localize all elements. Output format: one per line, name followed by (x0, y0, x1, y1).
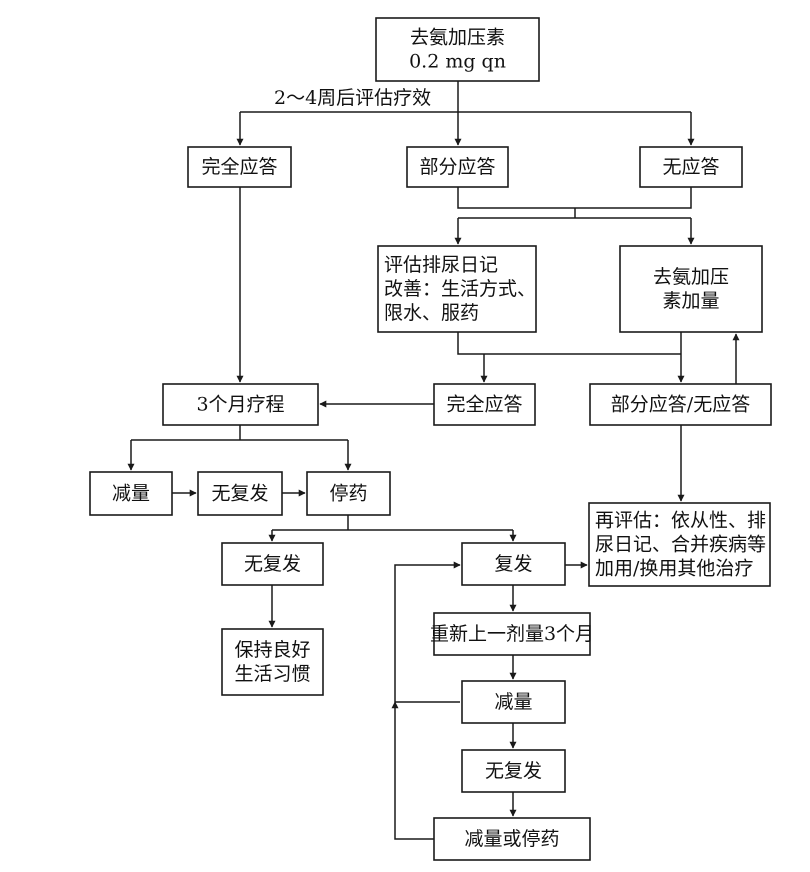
node-complete-response-2: 完全应答 (433, 383, 536, 426)
node-taper-2: 减量 (461, 680, 566, 724)
node-text-reassess-line-3: 加用/换用其他治疗 (595, 558, 753, 580)
node-text-taper-line-1: 减量 (112, 483, 150, 505)
edge-assess-merge (457, 332, 681, 355)
node-text-partial-response-line-1: 部分应答 (419, 156, 495, 178)
node-taper-or-stop: 减量或停药 (433, 817, 591, 861)
node-text-relapse-line-1: 复发 (494, 553, 532, 575)
node-text-no-response-line-1: 无应答 (662, 156, 719, 178)
node-text-no-relapse-1-line-1: 无复发 (211, 483, 268, 505)
node-box-complete-response-2 (433, 383, 536, 426)
node-text-increase-dose-line-1: 去氨加压 (653, 266, 729, 288)
node-box-reassess (588, 502, 771, 587)
node-box-no-response (639, 146, 743, 188)
node-text-taper-or-stop-line-1: 减量或停药 (464, 828, 559, 850)
edge-labels: 2～4周后评估疗效 (274, 87, 431, 109)
edge-loop-continue (394, 561, 461, 702)
node-text-start-line-1: 去氨加压素 (410, 27, 505, 49)
node-text-stop-line-1: 停药 (329, 483, 367, 505)
node-box-no-relapse-1 (197, 471, 283, 516)
node-box-partial-no-response (589, 383, 772, 426)
node-box-no-relapse-3 (461, 749, 566, 793)
node-text-complete-response-2-line-1: 完全应答 (446, 394, 522, 416)
node-no-relapse-3: 无复发 (461, 749, 566, 793)
node-box-restart-3m (433, 612, 591, 656)
node-text-maintain-line-1: 保持良好 (234, 639, 310, 661)
node-complete-response: 完全应答 (187, 146, 292, 188)
node-box-taper-or-stop (433, 817, 591, 861)
node-no-relapse-1: 无复发 (197, 471, 283, 516)
edge-loop-up (391, 701, 434, 840)
node-partial-response: 部分应答 (406, 146, 509, 188)
node-text-assess-diary-line-3: 限水、服药 (384, 302, 479, 324)
node-restart-3m: 重新上一剂量3个月 (430, 612, 594, 656)
node-text-no-relapse-2-line-1: 无复发 (244, 553, 301, 575)
node-relapse: 复发 (461, 542, 566, 586)
node-box-increase-dose (619, 245, 763, 333)
node-text-reassess-line-1: 再评估：依从性、排 (595, 510, 766, 532)
node-box-taper-2 (461, 680, 566, 724)
edge-label-assess-after: 2～4周后评估疗效 (274, 87, 431, 109)
node-box-no-relapse-2 (221, 542, 324, 586)
node-taper: 减量 (89, 471, 173, 516)
node-partial-no-response: 部分应答/无应答 (589, 383, 772, 426)
node-text-no-relapse-3-line-1: 无复发 (485, 760, 542, 782)
node-text-increase-dose-line-2: 素加量 (662, 290, 719, 312)
node-text-maintain-line-2: 生活习惯 (234, 663, 310, 685)
node-box-relapse (461, 542, 566, 586)
edges (127, 81, 740, 840)
node-box-taper (89, 471, 173, 516)
node-text-assess-diary-line-1: 评估排尿日记 (384, 254, 498, 276)
node-box-course-3m (162, 383, 319, 426)
node-text-taper-2-line-1: 减量 (494, 691, 532, 713)
node-course-3m: 3个月疗程 (162, 383, 319, 426)
node-no-relapse-2: 无复发 (221, 542, 324, 586)
node-box-maintain (221, 628, 324, 696)
node-text-start-line-2: 0.2 mg qn (409, 51, 506, 73)
node-text-partial-no-response-line-1: 部分应答/无应答 (611, 394, 750, 416)
node-box-stop (306, 471, 391, 516)
node-box-complete-response (187, 146, 292, 188)
node-box-assess-diary (377, 245, 537, 333)
edge-partial-down (457, 187, 692, 209)
node-stop: 停药 (306, 471, 391, 516)
node-box-partial-response (406, 146, 509, 188)
node-text-reassess-line-2: 尿日记、合并疾病等 (595, 534, 766, 556)
node-text-complete-response-line-1: 完全应答 (201, 156, 277, 178)
node-box-start (375, 17, 540, 82)
node-no-response: 无应答 (639, 146, 743, 188)
node-text-course-3m-line-1: 3个月疗程 (196, 394, 284, 416)
node-text-assess-diary-line-2: 改善：生活方式、 (384, 278, 536, 300)
node-text-restart-3m-line-1: 重新上一剂量3个月 (430, 623, 594, 645)
